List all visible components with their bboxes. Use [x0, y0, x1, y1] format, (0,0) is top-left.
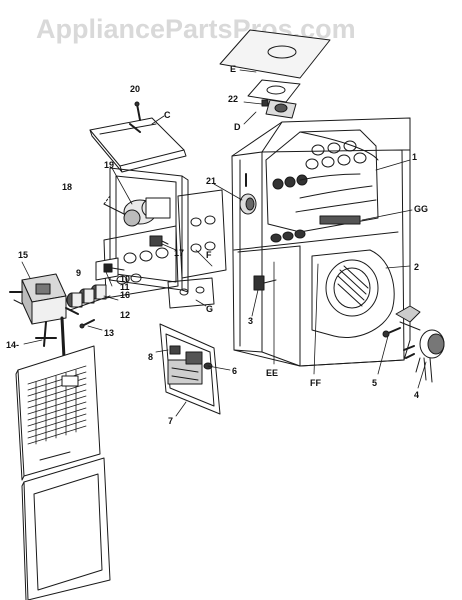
flue-outlet-22: [261, 99, 297, 119]
blower-housing-2: [311, 249, 395, 338]
gas-valve-15: [9, 273, 79, 325]
callout-13: 13: [104, 328, 114, 338]
callout-22: 22: [228, 94, 238, 104]
door-switch-3: [253, 275, 277, 291]
callout-1: 1: [412, 152, 417, 162]
callout-21: 21: [206, 176, 216, 186]
callout-19: 19: [104, 160, 114, 170]
callout-11: 11: [120, 282, 130, 292]
heat-exchanger-1: [265, 129, 379, 233]
callout-14: 14-: [6, 340, 19, 350]
callout-G: G: [206, 304, 213, 314]
callout-7: 7: [168, 416, 173, 426]
screw-20: [134, 101, 141, 121]
burner-box-panel: [109, 167, 189, 293]
callout-2: 2: [414, 262, 419, 272]
callout-GG: GG: [414, 204, 428, 214]
motor-mount-5: [382, 327, 415, 359]
callout-labels: 20 C E 22 D 19 18 21 1 GG 17 F 2 15 9 10…: [6, 64, 428, 426]
callout-6: 6: [232, 366, 237, 376]
callout-16: 16: [120, 290, 130, 300]
blower-motor-4: [395, 305, 445, 383]
callout-9: 9: [76, 268, 81, 278]
callout-E: E: [230, 64, 236, 74]
callout-12: 12: [120, 310, 130, 320]
callout-17: 17: [174, 248, 184, 258]
control-board-7: [159, 323, 221, 415]
callout-C: C: [164, 110, 171, 120]
upper-door-panel: [15, 345, 101, 481]
leader-lines: [21, 69, 427, 417]
lower-door-panel: [21, 457, 111, 600]
callout-18: 18: [62, 182, 72, 192]
callout-15: 15: [18, 250, 28, 260]
burner-openings: [270, 229, 306, 243]
callout-EE: EE: [266, 368, 278, 378]
bracket-G: [167, 277, 215, 309]
bracket-F: [177, 189, 227, 279]
vent-collar-D: [247, 79, 301, 103]
top-cover-C: [89, 117, 187, 173]
callout-10: 10: [120, 274, 130, 284]
flame-sensor-10: [95, 257, 125, 281]
igniter-13: [79, 319, 95, 329]
vent-gasket-E: [219, 29, 331, 79]
callout-8: 8: [148, 352, 153, 362]
callout-3: 3: [248, 316, 253, 326]
callout-F: F: [206, 250, 212, 260]
inducer-assembly-19: [103, 195, 171, 227]
limit-switch-21: [239, 193, 257, 215]
callout-FF: FF: [310, 378, 321, 388]
callout-5: 5: [372, 378, 377, 388]
callout-20: 20: [130, 84, 140, 94]
manifold-pipe-14: [35, 316, 66, 360]
callout-D: D: [234, 122, 241, 132]
pressure-switch-17: [149, 235, 169, 247]
callout-4: 4: [414, 390, 419, 400]
burners-12: [66, 284, 111, 311]
